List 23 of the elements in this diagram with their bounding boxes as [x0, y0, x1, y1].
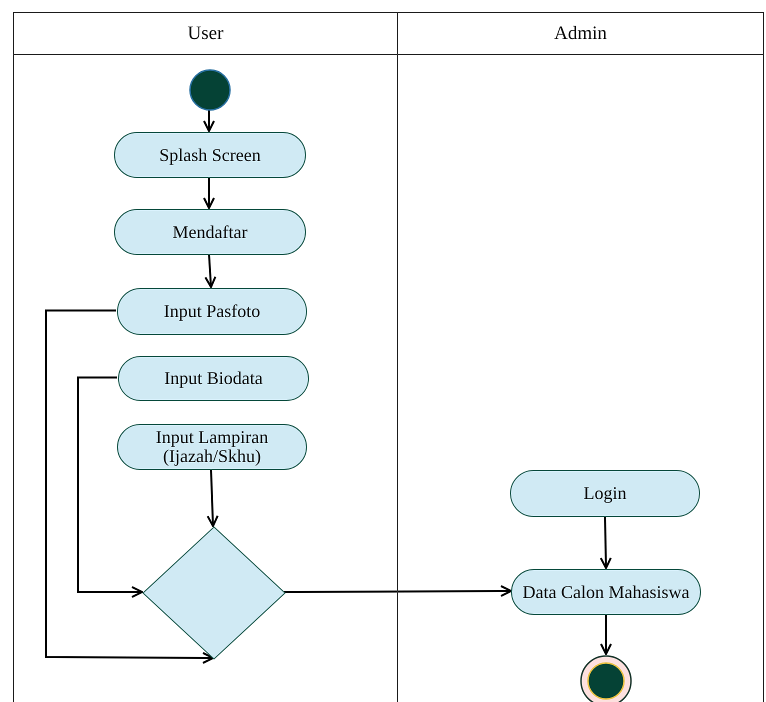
action-node: Input Pasfoto	[117, 288, 307, 335]
arrow	[204, 254, 216, 288]
action-node: Input Lampiran (Ijazah/Skhu)	[117, 424, 307, 470]
action-node: Splash Screen	[114, 132, 306, 178]
action-node: Data Calon Mahasiswa	[511, 569, 701, 615]
arrow	[600, 516, 612, 569]
lane-header: User	[14, 13, 397, 55]
swimlane	[398, 12, 764, 702]
action-node: Input Biodata	[118, 356, 309, 401]
action-node: Login	[510, 470, 700, 517]
arrow	[284, 585, 512, 598]
end-node	[580, 655, 632, 702]
swimlane	[13, 12, 398, 702]
arrow	[77, 376, 143, 598]
decision-diamond	[143, 527, 285, 659]
arrow	[600, 614, 612, 655]
lane-header: Admin	[398, 13, 763, 55]
arrow	[206, 468, 219, 527]
arrow	[203, 110, 215, 132]
start-node	[189, 69, 231, 111]
arrow	[203, 177, 215, 209]
arrow	[45, 310, 214, 664]
action-node: Mendaftar	[114, 209, 306, 255]
